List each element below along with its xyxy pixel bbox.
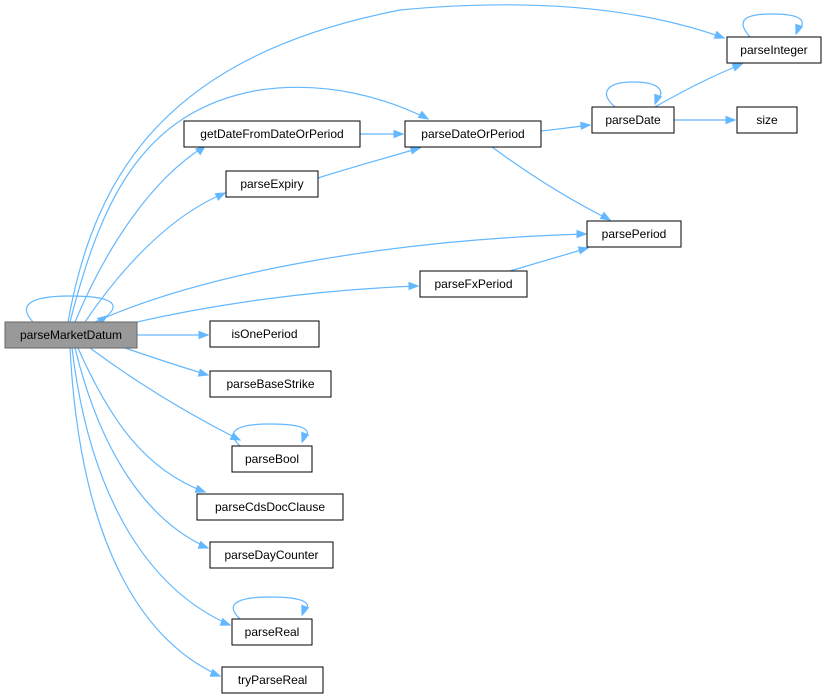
node-box <box>231 618 313 646</box>
node-label: parseExpiry <box>240 177 303 191</box>
node-box <box>231 445 313 473</box>
node-box <box>225 170 319 198</box>
arrowhead-parseDate-to-size <box>725 115 737 125</box>
node-getDateFromDateOrPeriod[interactable]: getDateFromDateOrPeriod <box>183 120 361 148</box>
node-parseDateOrPeriod[interactable]: parseDateOrPeriod <box>404 120 542 148</box>
arrowhead-parseMarketDatum-to-parseBaseStrike <box>197 368 210 377</box>
arrowhead-parseMarketDatum-to-parseFxPeriod <box>408 281 420 291</box>
node-box <box>196 493 344 521</box>
edges-layer <box>25 4 804 677</box>
edge-parseMarketDatum-to-parseFxPeriod <box>127 285 419 325</box>
node-parseExpiry[interactable]: parseExpiry <box>225 170 319 198</box>
arrowhead-parseMarketDatum-to-parsePeriod <box>576 229 588 239</box>
node-label: parsePeriod <box>602 227 667 241</box>
node-label: parseMarketDatum <box>20 328 122 342</box>
arrowhead-parseMarketDatum-to-parseReal <box>219 617 232 626</box>
node-size[interactable]: size <box>736 106 798 134</box>
node-label: parseReal <box>245 625 300 639</box>
edge-parseReal-to-parseReal <box>232 596 308 620</box>
edge-parseMarketDatum-to-parseBaseStrike <box>124 347 209 376</box>
edge-parseDate-to-parseDate <box>606 81 662 108</box>
edge-parseMarketDatum-to-parseCdsDocClause <box>77 347 206 493</box>
arrowhead-parseBool-to-parseBool <box>301 431 310 444</box>
node-box <box>209 320 320 348</box>
node-parseInteger[interactable]: parseInteger <box>726 36 822 64</box>
node-box <box>586 220 682 248</box>
arrowhead-parseMarketDatum-to-parseInteger <box>713 30 726 39</box>
node-box <box>183 120 361 148</box>
edge-parseDateOrPeriod-to-parsePeriod <box>491 146 611 221</box>
node-label: parseInteger <box>740 43 807 57</box>
node-box <box>221 666 324 694</box>
node-label: parseBool <box>245 452 299 466</box>
node-box <box>404 120 542 148</box>
node-label: parseBaseStrike <box>226 377 314 391</box>
node-label: parseFxPeriod <box>434 277 512 291</box>
node-label: size <box>756 113 778 127</box>
arrowhead-parseMarketDatum-to-parseExpiry <box>214 192 227 201</box>
node-box <box>419 270 528 298</box>
arrowhead-parseDate-to-parseInteger <box>731 63 744 72</box>
node-parseDate[interactable]: parseDate <box>591 106 675 134</box>
node-parseBaseStrike[interactable]: parseBaseStrike <box>209 370 332 398</box>
arrowhead-parseDateOrPeriod-to-parseDate <box>580 121 592 131</box>
edge-parseMarketDatum-to-parsePeriod <box>94 233 587 323</box>
node-parseReal[interactable]: parseReal <box>231 618 313 646</box>
edge-parseMarketDatum-to-parseReal <box>71 347 231 626</box>
arrowhead-parseMarketDatum-to-parseDayCounter <box>197 540 210 549</box>
node-box <box>209 370 332 398</box>
node-label: tryParseReal <box>238 673 307 687</box>
node-box <box>591 106 675 134</box>
node-label: isOnePeriod <box>231 327 297 341</box>
node-label: parseCdsDocClause <box>215 500 325 514</box>
edge-parseMarketDatum-to-parseDateOrPeriod <box>69 86 429 323</box>
node-label: parseDate <box>605 113 661 127</box>
node-isOnePeriod[interactable]: isOnePeriod <box>209 320 320 348</box>
node-tryParseReal[interactable]: tryParseReal <box>221 666 324 694</box>
node-box <box>209 541 334 569</box>
node-parseFxPeriod[interactable]: parseFxPeriod <box>419 270 528 298</box>
node-label: getDateFromDateOrPeriod <box>200 127 343 141</box>
arrowhead-parseMarketDatum-to-tryParseReal <box>209 668 222 677</box>
node-label: parseDateOrPeriod <box>421 127 524 141</box>
edge-parseMarketDatum-to-parseExpiry <box>84 192 226 323</box>
node-parsePeriod[interactable]: parsePeriod <box>586 220 682 248</box>
edge-parseMarketDatum-to-getDateFromDateOrPeriod <box>74 145 206 323</box>
node-parseMarketDatum[interactable]: parseMarketDatum <box>4 321 138 349</box>
arrowhead-parseDateOrPeriod-to-parsePeriod <box>599 211 612 221</box>
node-box <box>726 36 822 64</box>
edge-parseMarketDatum-to-parseInteger <box>67 4 725 323</box>
edge-parseMarketDatum-to-parseMarketDatum <box>25 295 114 323</box>
edge-parseMarketDatum-to-parseDayCounter <box>74 347 209 549</box>
arrowhead-parseMarketDatum-to-parseCdsDocClause <box>194 484 207 493</box>
node-parseBool[interactable]: parseBool <box>231 445 313 473</box>
arrowhead-parseMarketDatum-to-parseDateOrPeriod <box>417 110 430 120</box>
arrowhead-parseInteger-to-parseInteger <box>795 23 804 36</box>
arrowhead-parseDate-to-parseDate <box>654 93 663 106</box>
node-label: parseDayCounter <box>224 548 318 562</box>
node-parseCdsDocClause[interactable]: parseCdsDocClause <box>196 493 344 521</box>
node-parseDayCounter[interactable]: parseDayCounter <box>209 541 334 569</box>
edge-parseBool-to-parseBool <box>232 423 308 447</box>
arrowhead-parseMarketDatum-to-isOnePeriod <box>198 330 210 340</box>
node-box <box>4 321 138 349</box>
node-box <box>736 106 798 134</box>
arrowhead-parseFxPeriod-to-parsePeriod <box>577 246 590 255</box>
nodes-layer: parseMarketDatum parseInteger getDateFromD… <box>4 36 822 694</box>
edge-parseMarketDatum-to-tryParseReal <box>69 347 221 677</box>
edge-parseFxPeriod-to-parsePeriod <box>509 247 589 272</box>
edge-parseMarketDatum-to-parseBool <box>89 347 241 441</box>
edge-parseExpiry-to-parseDateOrPeriod <box>317 147 421 179</box>
edge-parseInteger-to-parseInteger <box>742 13 803 38</box>
arrowhead-parseMarketDatum-to-getDateFromDateOrPeriod <box>195 145 207 156</box>
arrowhead-parseReal-to-parseReal <box>301 604 310 617</box>
arrowhead-getDateFromDateOrPeriod-to-parseDateOrPeriod <box>393 129 405 139</box>
edge-parseDate-to-parseInteger <box>654 63 743 108</box>
